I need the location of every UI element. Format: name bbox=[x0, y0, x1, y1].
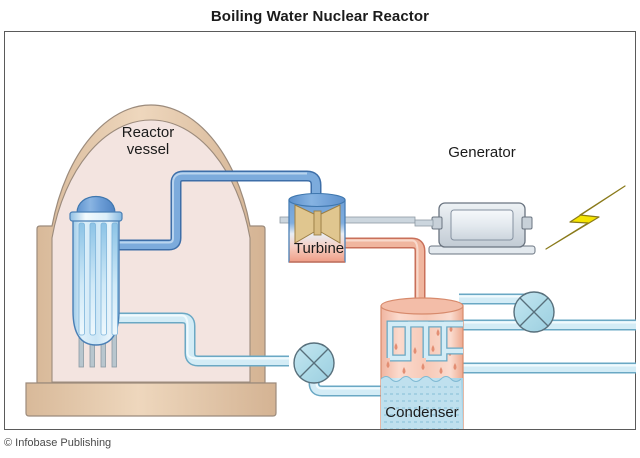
figure-title-bar: Boiling Water Nuclear Reactor bbox=[4, 2, 636, 32]
cooling-tubes-inner bbox=[387, 321, 463, 361]
page-title: Boiling Water Nuclear Reactor bbox=[210, 8, 430, 25]
cooling-water-return bbox=[441, 362, 636, 374]
copyright-credit: © Infobase Publishing bbox=[4, 437, 112, 449]
label-generator: Generator bbox=[448, 144, 516, 161]
generator bbox=[414, 202, 536, 255]
label-condenser: Condenser bbox=[385, 404, 459, 421]
water-texture bbox=[384, 386, 460, 429]
reactor-vessel bbox=[69, 195, 123, 368]
lightning-bolt-icon bbox=[545, 185, 626, 250]
fuel-rods bbox=[78, 222, 118, 336]
turbine bbox=[279, 192, 416, 263]
exhaust-line bbox=[345, 237, 426, 305]
label-turbine: Turbine bbox=[293, 240, 345, 257]
label-reactor-vessel: Reactor vessel bbox=[121, 124, 175, 158]
condenser bbox=[380, 297, 464, 429]
feedwater-line bbox=[114, 312, 289, 367]
steam-line bbox=[114, 170, 322, 251]
cooling-pump[interactable] bbox=[513, 291, 555, 333]
primary-pump[interactable] bbox=[293, 342, 335, 384]
diagram-canvas: Reactor vessel Turbine Generator Condens… bbox=[4, 33, 636, 429]
